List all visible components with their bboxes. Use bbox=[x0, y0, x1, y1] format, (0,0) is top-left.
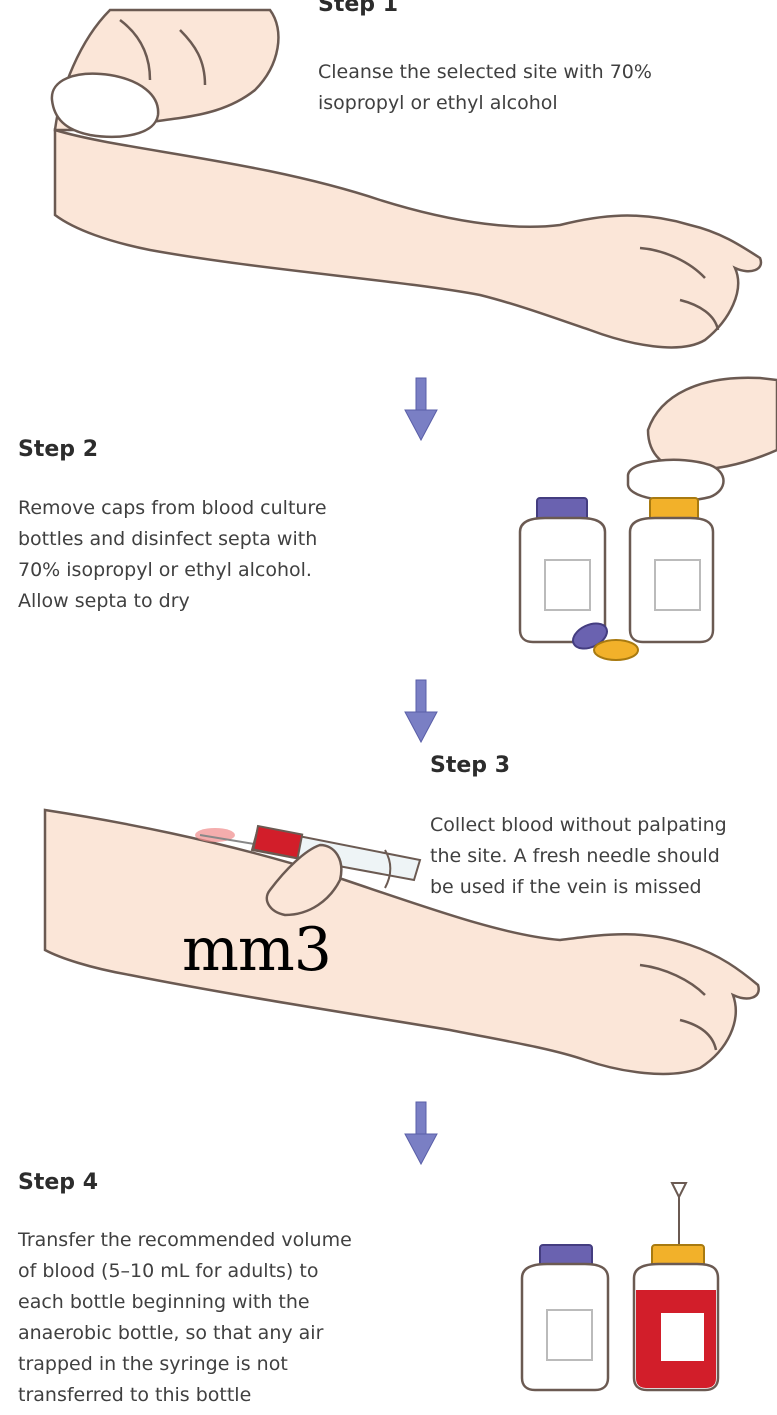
step-3-title: Step 3 bbox=[430, 753, 510, 778]
watermark-text: mm3 bbox=[182, 915, 331, 985]
step-1-text: Cleanse the selected site with 70% isopr… bbox=[318, 57, 758, 119]
bottles-step2-illustration bbox=[520, 378, 777, 660]
step-2-text: Remove caps from blood culture bottles a… bbox=[18, 493, 458, 617]
down-arrow-icon bbox=[405, 1102, 437, 1164]
down-arrow-icon bbox=[405, 680, 437, 742]
step-1-title: Step 1 bbox=[318, 0, 398, 17]
down-arrow-icon bbox=[405, 378, 437, 440]
step-2-title: Step 2 bbox=[18, 437, 98, 462]
step-4-title: Step 4 bbox=[18, 1170, 98, 1195]
step-4-text: Transfer the recommended volume of blood… bbox=[18, 1225, 458, 1411]
step-3-text: Collect blood without palpating the site… bbox=[430, 810, 777, 903]
bottles-step4-illustration bbox=[522, 1183, 718, 1390]
